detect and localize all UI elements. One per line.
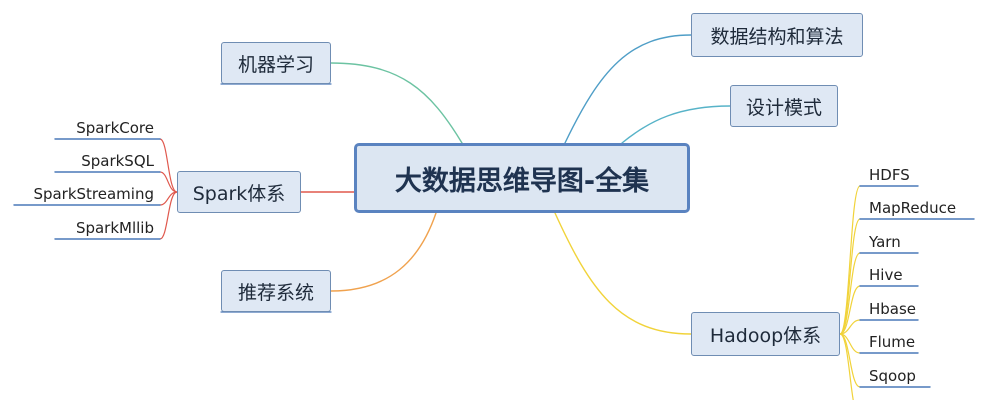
connector-machine-learning — [330, 62, 463, 144]
connector-recommender-system — [330, 212, 437, 292]
connector-spark-subtopic — [159, 138, 178, 193]
topic-machine-learning[interactable]: 机器学习 — [221, 42, 331, 84]
hadoop-subtopic-item[interactable]: Hive — [869, 266, 903, 284]
connector-hadoop-subtopic — [839, 333, 854, 400]
connector-hadoop-system — [554, 212, 692, 335]
topic-recommender-system[interactable]: 推荐系统 — [221, 270, 331, 312]
topic-spark-system[interactable]: Spark体系 — [177, 171, 301, 213]
topic-design-patterns[interactable]: 设计模式 — [730, 85, 838, 127]
hadoop-subtopic-item[interactable]: Flume — [869, 333, 916, 351]
connector-hadoop-subtopic — [839, 218, 861, 335]
hadoop-subtopic-item[interactable]: Yarn — [869, 233, 901, 251]
hadoop-subtopic-item[interactable]: Hbase — [869, 300, 917, 318]
connector-data-structures-algorithms — [564, 34, 692, 144]
spark-subtopic-item[interactable]: SparkCore — [76, 119, 154, 137]
central-topic[interactable]: 大数据思维导图-全集 — [354, 143, 690, 213]
spark-subtopic-item[interactable]: SparkMllib — [75, 219, 154, 237]
connector-spark-subtopic — [159, 171, 178, 193]
hadoop-subtopic-item[interactable]: Oozie — [863, 397, 930, 400]
connector-hadoop-subtopic — [839, 285, 861, 335]
hadoop-subtopic-item[interactable]: MapReduce — [869, 199, 957, 217]
connector-spark-subtopic — [159, 191, 178, 240]
spark-subtopic-item[interactable]: SparkSQL — [81, 152, 154, 170]
topic-hadoop-system[interactable]: Hadoop体系 — [691, 312, 840, 356]
connector-design-patterns — [621, 105, 731, 144]
spark-subtopic-item[interactable]: SparkStreaming — [33, 185, 154, 203]
connector-hadoop-subtopic — [839, 252, 861, 335]
topic-data-structures-algorithms[interactable]: 数据结构和算法 — [691, 13, 863, 57]
connector-hadoop-subtopic — [839, 319, 861, 335]
hadoop-subtopic-item[interactable]: HDFS — [869, 166, 910, 184]
hadoop-subtopic-item[interactable]: Sqoop — [869, 367, 916, 385]
